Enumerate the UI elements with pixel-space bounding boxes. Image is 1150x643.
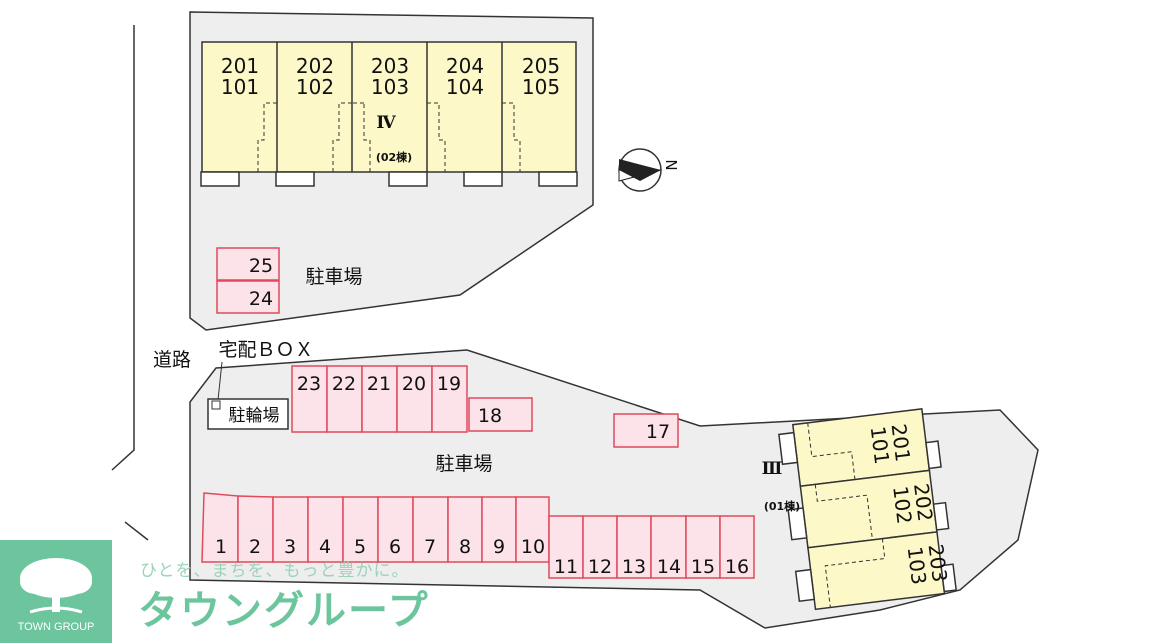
parking-spot bbox=[613, 413, 679, 448]
parking-spot bbox=[377, 496, 414, 563]
unit-label: 101 bbox=[221, 75, 259, 99]
spot-number: 5 bbox=[354, 536, 366, 558]
spot-number: 8 bbox=[459, 536, 471, 558]
unit-label: 205 bbox=[522, 54, 560, 78]
unit-label: 104 bbox=[446, 75, 484, 99]
spot-number: 25 bbox=[249, 255, 273, 277]
unit-label: 103 bbox=[903, 545, 931, 586]
unit-label: 105 bbox=[522, 75, 560, 99]
unit-label: 102 bbox=[888, 485, 916, 526]
spot-number: 10 bbox=[521, 536, 545, 558]
unit-label: 201 bbox=[221, 54, 259, 78]
parking-spot bbox=[582, 515, 618, 579]
spot-number: 20 bbox=[402, 373, 426, 395]
spot-number: 7 bbox=[424, 536, 436, 558]
spot-number: 13 bbox=[622, 556, 646, 578]
parking-spot bbox=[216, 280, 280, 314]
spot-number: 23 bbox=[297, 373, 321, 395]
spot-number: 15 bbox=[691, 556, 715, 578]
spot-number: 22 bbox=[332, 373, 356, 395]
parking-spot bbox=[396, 365, 433, 433]
parking-spots-upper: 25 24 bbox=[216, 247, 280, 314]
unit-label: 204 bbox=[446, 54, 484, 78]
north-label: N bbox=[662, 159, 680, 170]
spot-number: 4 bbox=[319, 536, 331, 558]
logo-text: TOWN GROUP bbox=[17, 621, 95, 633]
parking-spot bbox=[447, 496, 483, 563]
parking-spot bbox=[468, 397, 533, 432]
unit-label: 102 bbox=[296, 75, 334, 99]
unit-label: 103 bbox=[371, 75, 409, 99]
unit-label: 202 bbox=[909, 482, 937, 523]
parking-spots-row-19-23 bbox=[291, 365, 468, 433]
parking-spot bbox=[515, 496, 550, 563]
spot-number: 6 bbox=[389, 536, 401, 558]
parking-spot bbox=[412, 496, 449, 563]
parking-spots-row-1-10 bbox=[201, 492, 550, 563]
spot-number: 14 bbox=[657, 556, 681, 578]
building-code: (01棟) bbox=[764, 499, 800, 513]
parking-spot bbox=[291, 365, 328, 433]
spot-number: 2 bbox=[249, 536, 261, 558]
parking-spot bbox=[216, 247, 280, 281]
brand-name: タウングループ bbox=[138, 588, 430, 634]
parking-spot bbox=[548, 515, 584, 579]
road-label: 道路 bbox=[153, 349, 191, 371]
spot-number: 9 bbox=[493, 536, 505, 558]
spot-number: 1 bbox=[215, 536, 227, 558]
spot-number: 12 bbox=[588, 556, 612, 578]
spot-number: 19 bbox=[437, 373, 461, 395]
spot-number: 21 bbox=[367, 373, 391, 395]
spot-number: 17 bbox=[646, 421, 670, 443]
unit-label: 101 bbox=[866, 425, 894, 466]
spot-number: 3 bbox=[284, 536, 296, 558]
parking-label-main: 駐車場 bbox=[435, 453, 492, 475]
unit-label: 201 bbox=[887, 422, 915, 463]
unit-label: 202 bbox=[296, 54, 334, 78]
parking-spot bbox=[272, 496, 309, 563]
bicycle-parking-label: 駐輪場 bbox=[229, 406, 280, 426]
parking-spot bbox=[481, 496, 517, 563]
parking-spot bbox=[719, 515, 755, 579]
town-group-logo: TOWN GROUP bbox=[0, 540, 112, 643]
parking-label-upper: 駐車場 bbox=[305, 266, 362, 288]
unit-label: 203 bbox=[371, 54, 409, 78]
road-edge bbox=[111, 25, 149, 541]
parking-spot bbox=[307, 496, 344, 563]
bicycle-parking: 駐輪場 bbox=[207, 398, 289, 430]
building-code: (02棟) bbox=[376, 150, 412, 164]
parking-spot bbox=[616, 515, 652, 579]
parking-spot bbox=[361, 365, 398, 433]
spot-number: 11 bbox=[554, 556, 578, 578]
building-number: Ⅳ bbox=[376, 113, 396, 133]
spot-number: 18 bbox=[478, 405, 502, 427]
spot-number: 24 bbox=[249, 288, 273, 310]
parking-spot bbox=[685, 515, 721, 579]
spot-number: 16 bbox=[725, 556, 749, 578]
delivery-box-label: 宅配ＢＯＸ bbox=[218, 339, 313, 361]
tree-icon bbox=[20, 558, 92, 614]
parking-spot bbox=[650, 515, 687, 579]
tagline: ひとを、まちを、もっと豊かに。 bbox=[140, 561, 410, 581]
parking-spot bbox=[431, 365, 468, 433]
building-iv: 201 101 202 102 203 103 204 104 205 105 … bbox=[200, 41, 578, 187]
leader-line bbox=[217, 361, 223, 401]
unit-label: 203 bbox=[924, 543, 952, 584]
parking-spots-row-11-16 bbox=[548, 515, 755, 579]
north-arrow-icon: N bbox=[618, 148, 680, 192]
building-iii: 201 101 202 102 203 103 bbox=[778, 408, 958, 611]
building-number: Ⅲ bbox=[762, 459, 783, 479]
